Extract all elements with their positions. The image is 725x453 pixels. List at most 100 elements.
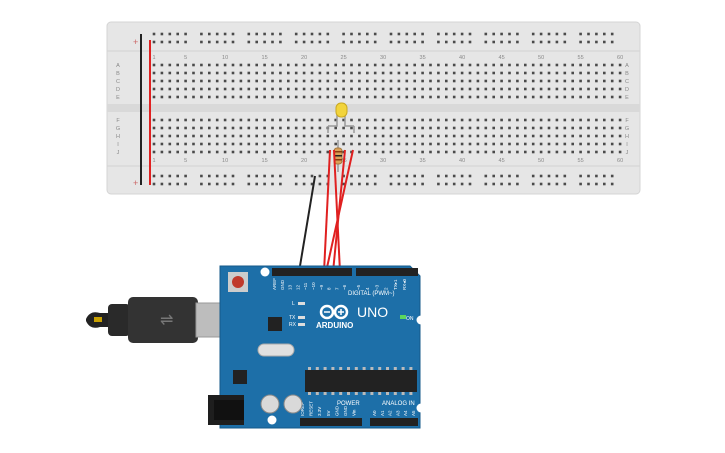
power-led [400, 315, 406, 319]
atmega-chip [305, 370, 417, 392]
row-letter: G [625, 126, 629, 132]
row-letter: I [626, 142, 628, 148]
led-bulb[interactable] [335, 102, 348, 118]
digital-pin-label: AREF [272, 278, 277, 290]
column-number: 50 [538, 55, 544, 61]
power-jack-inner [214, 400, 244, 420]
column-number: 45 [499, 158, 505, 164]
column-number: 20 [301, 55, 307, 61]
column-number: 35 [420, 158, 426, 164]
row-letter: A [116, 63, 120, 69]
usb-strain-relief [108, 304, 130, 336]
power-pin-label: RESET [309, 401, 314, 416]
row-letter: G [116, 126, 120, 132]
column-number: 55 [578, 158, 584, 164]
wire-black-gnd[interactable] [298, 175, 316, 273]
power-label: POWER [337, 401, 360, 407]
rail-plus-top: + [133, 37, 138, 47]
capacitor-2 [283, 394, 303, 414]
column-number: 35 [420, 55, 426, 61]
power-pin-label: GND [334, 405, 339, 416]
arduino-model: UNO [357, 304, 388, 320]
row-letter: A [625, 63, 629, 69]
header-power[interactable] [300, 418, 362, 426]
wires[interactable] [298, 149, 354, 273]
led-rx [298, 323, 305, 326]
mount-hole-3 [267, 415, 277, 425]
row-letter: H [116, 134, 120, 140]
mount-hole-2 [416, 315, 426, 325]
row-letter: F [625, 118, 629, 124]
row-letter: B [116, 71, 120, 77]
row-letter: F [116, 118, 120, 124]
column-number: 45 [499, 55, 505, 61]
column-number: 5 [184, 55, 187, 61]
analog-label: ANALOG IN [382, 401, 415, 407]
usb-icon: ⇌ [160, 312, 173, 329]
digital-pin-label: ~10 [311, 282, 316, 290]
digital-pin-label: 7 [334, 287, 339, 290]
usb-plug-body [128, 297, 198, 343]
mount-hole-4 [416, 403, 426, 413]
digital-pin-label: TX▸1 [393, 279, 398, 290]
arduino-brand: ARDUINO [316, 321, 353, 330]
row-letter: H [625, 134, 629, 140]
usb-chip [268, 317, 282, 331]
column-number: 15 [262, 55, 268, 61]
power-pin-label: GND [343, 405, 348, 416]
column-number: 10 [222, 158, 228, 164]
resistor-band-3 [334, 159, 342, 161]
breadboard-center-channel [107, 104, 640, 112]
power-pin-label: 3.3V [317, 407, 322, 416]
digital-pin-label: ~5 [356, 284, 361, 290]
digital-pin-label: ~11 [303, 282, 308, 290]
header-top-right[interactable] [356, 268, 418, 276]
resistor-band-1 [334, 151, 342, 153]
power-pin-label: 5V [326, 410, 331, 416]
column-number: 40 [459, 158, 465, 164]
digital-label: DIGITAL (PWM~) [348, 291, 395, 297]
digital-pin-label: GND [280, 279, 285, 290]
digital-pin-label: ~3 [374, 284, 379, 290]
wire-red-2[interactable] [333, 149, 341, 273]
power-pin-label: IOREF [300, 402, 305, 416]
capacitor-1 [260, 394, 280, 414]
row-letter: J [626, 150, 629, 156]
digital-pin-label: 4 [365, 287, 370, 290]
breadboard-holes[interactable] [152, 32, 622, 186]
digital-pin-label: 13 [288, 284, 293, 290]
column-number: 10 [222, 55, 228, 61]
wire-red-1[interactable] [323, 149, 331, 273]
digital-pin-label: 8 [327, 287, 332, 290]
rail-plus-bottom: + [133, 178, 138, 188]
row-letter: D [116, 87, 120, 93]
led-label-l: L [292, 301, 295, 307]
reset-button[interactable] [232, 276, 244, 288]
led-label-tx: TX [289, 315, 296, 321]
analog-pin-label: A2 [388, 410, 393, 416]
column-number: 1 [152, 55, 155, 61]
led-label-rx: RX [289, 322, 297, 328]
led-tx [298, 316, 305, 319]
column-number: 50 [538, 158, 544, 164]
crystal [257, 343, 295, 357]
usb-cable[interactable]: ⇌ [86, 297, 235, 343]
arduino-logo-icon [319, 304, 349, 320]
header-top-left[interactable] [272, 268, 352, 276]
row-letter: E [625, 95, 629, 101]
column-number: 55 [578, 55, 584, 61]
row-letter: J [117, 150, 120, 156]
header-analog[interactable] [370, 418, 418, 426]
column-number: 60 [617, 55, 623, 61]
resistor-component[interactable] [333, 140, 343, 172]
analog-pin-label: A1 [380, 410, 385, 416]
wire-red-4[interactable] [325, 149, 354, 273]
column-number: 60 [617, 158, 623, 164]
led-component[interactable] [327, 102, 355, 133]
row-letter: E [116, 95, 120, 101]
atmega-chip-pins [308, 367, 413, 395]
